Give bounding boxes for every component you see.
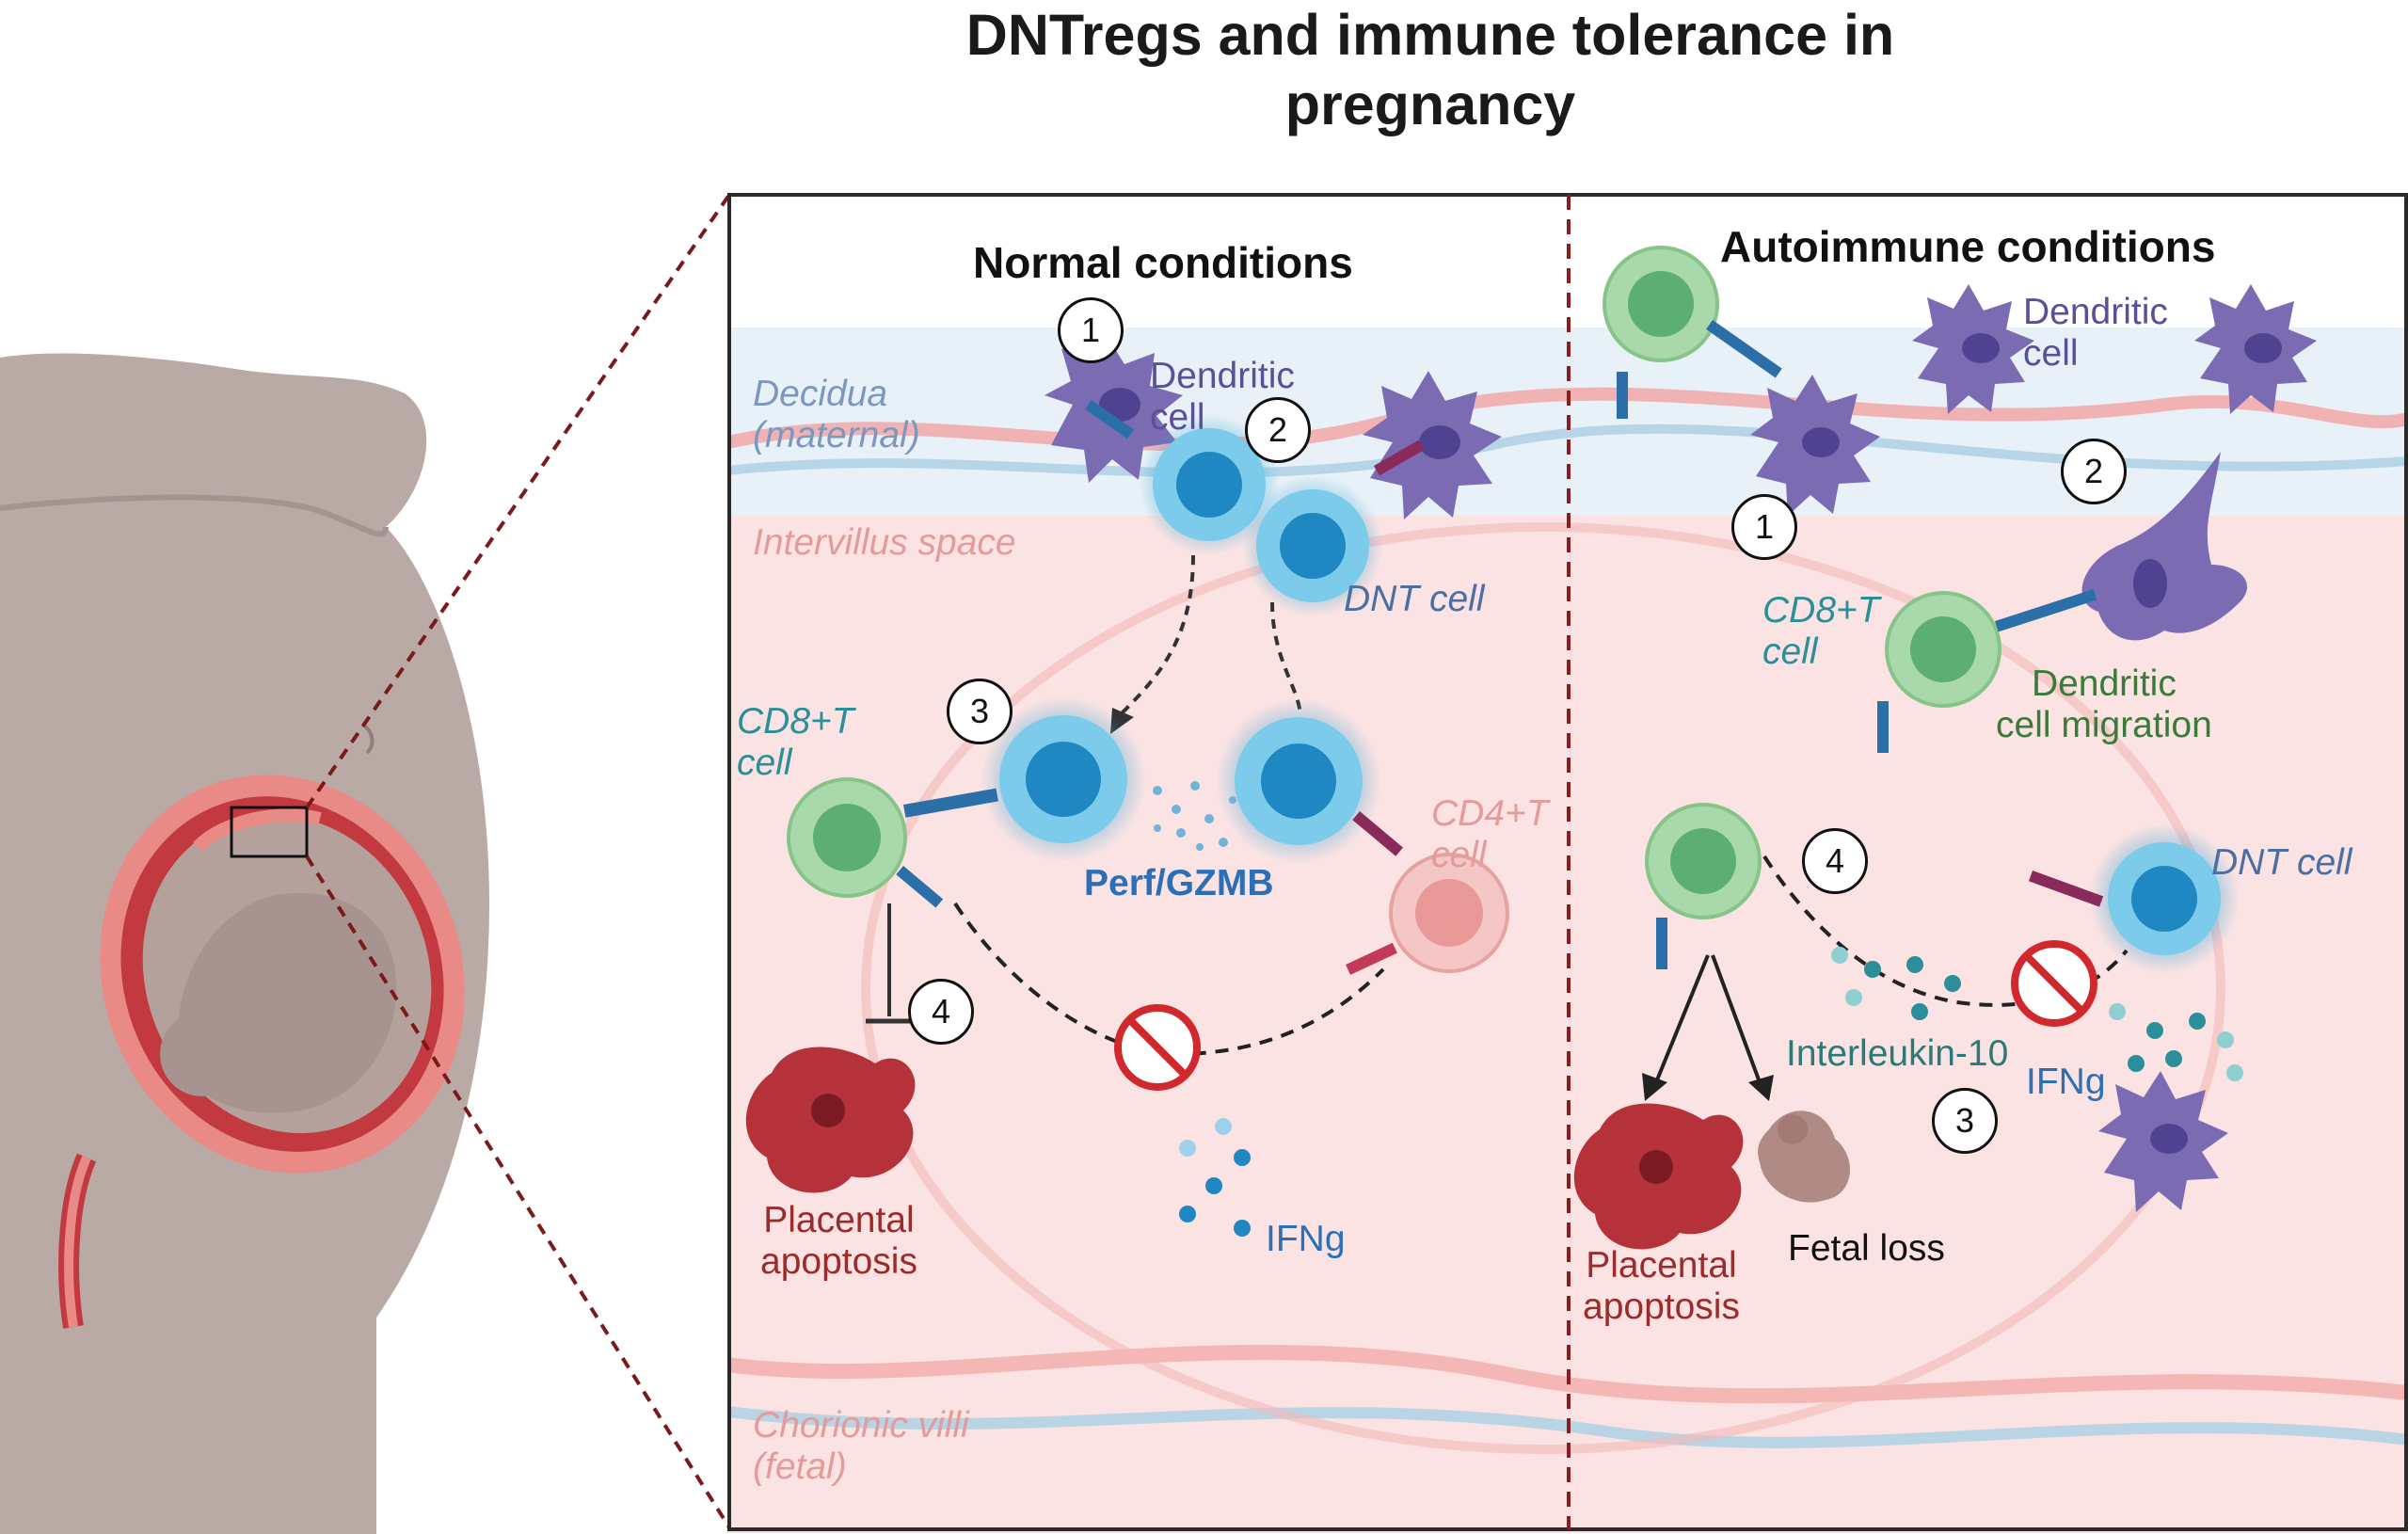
normal-step-2: 2 xyxy=(1245,397,1311,463)
zoom-box xyxy=(230,806,309,858)
normal-heading: Normal conditions xyxy=(973,238,1353,287)
auto-step-3: 3 xyxy=(1932,1088,1998,1154)
dendritic-cell-icon xyxy=(1912,284,2034,414)
inhibition-icon xyxy=(1114,1004,1201,1091)
normal-dendritic-label: Dendritic cell xyxy=(1150,356,1295,438)
zoom-line-top xyxy=(305,193,731,809)
auto-step-2: 2 xyxy=(2061,439,2127,504)
placenta-icon xyxy=(745,1047,916,1193)
placenta-icon xyxy=(1573,1103,1744,1250)
auto-step-4: 4 xyxy=(1802,828,1868,894)
perf-gzmb-label: Perf/GZMB xyxy=(1084,863,1274,903)
auto-placental-label: Placental apoptosis xyxy=(1583,1245,1740,1327)
il10-label: Interleukin-10 xyxy=(1786,1033,2009,1074)
auto-ifng-label: IFNg xyxy=(2026,1062,2106,1102)
page-title: DNTregs and immune tolerance in pregnanc… xyxy=(965,3,1895,137)
fetus-icon xyxy=(58,775,465,1329)
auto-dnt-label: DNT cell xyxy=(2211,842,2352,883)
normal-cd8-label: CD8+T cell xyxy=(737,701,854,783)
normal-dnt-label: DNT cell xyxy=(1344,579,1485,619)
dendritic-cell-icon xyxy=(1750,375,1880,516)
pregnant-woman-icon xyxy=(0,353,489,1534)
normal-step-4: 4 xyxy=(908,979,974,1045)
dendritic-cell-icon xyxy=(1363,371,1502,519)
normal-placental-label: Placental apoptosis xyxy=(760,1200,917,1282)
normal-cells xyxy=(745,334,1509,1237)
chorionic-label: Chorionic villi (fetal) xyxy=(753,1405,969,1487)
inhibition-icon xyxy=(2011,940,2097,1027)
normal-step-3: 3 xyxy=(947,679,1013,744)
migration-label: Dendritic cell migration xyxy=(1996,663,2212,745)
auto-step-1: 1 xyxy=(1731,494,1797,560)
autoimmune-cells xyxy=(1573,246,2317,1250)
dendritic-cell-icon xyxy=(2081,452,2248,641)
dendritic-cell-icon xyxy=(2194,284,2317,414)
fetal-loss-label: Fetal loss xyxy=(1788,1228,1945,1269)
auto-cd8-label: CD8+T cell xyxy=(1762,590,1880,672)
normal-step-1: 1 xyxy=(1058,297,1124,363)
zoom-line-bottom xyxy=(305,855,731,1529)
decidua-label: Decidua (maternal) xyxy=(753,374,920,455)
intervillus-label: Intervillus space xyxy=(753,522,1016,563)
dendritic-cell-icon xyxy=(2098,1071,2228,1212)
auto-dendritic-label: Dendritic cell xyxy=(2023,292,2168,374)
normal-cd4-label: CD4+T cell xyxy=(1431,793,1549,875)
autoimmune-heading: Autoimmune conditions xyxy=(1720,222,2216,271)
embryo-icon xyxy=(1758,1111,1851,1203)
normal-ifng-label: IFNg xyxy=(1266,1219,1346,1259)
